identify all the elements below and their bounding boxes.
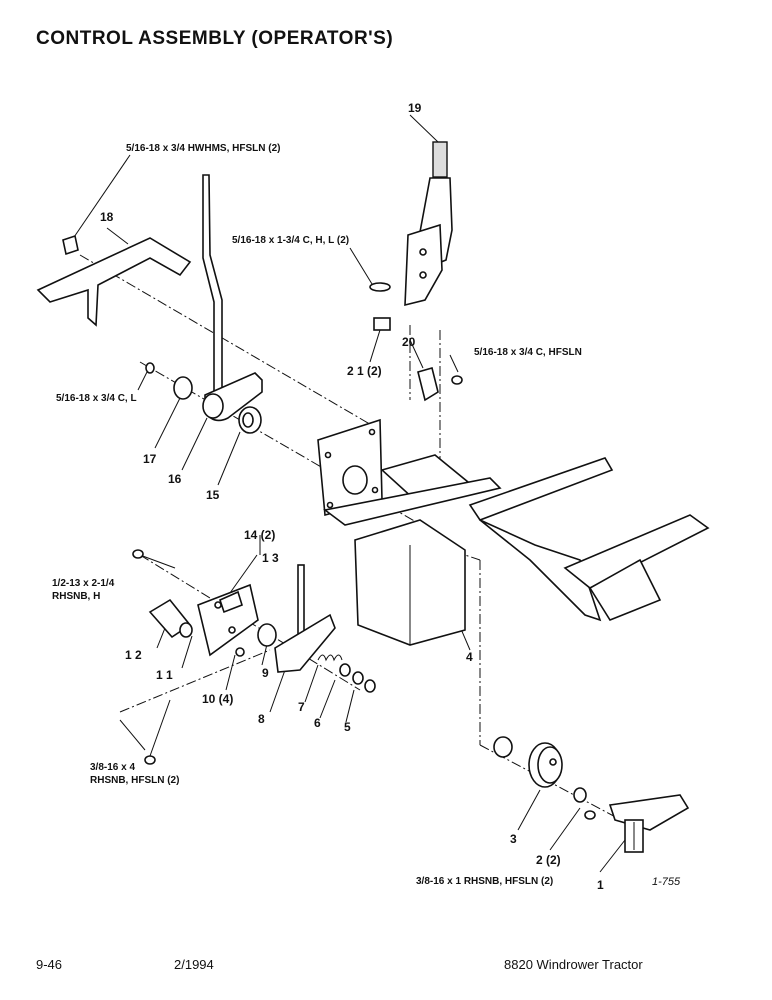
nut-10 bbox=[235, 647, 245, 657]
callout-18-bolt: 5/16-18 x 3/4 HWHMS, HFSLN (2) bbox=[126, 143, 281, 154]
part-number-18: 18 bbox=[100, 210, 114, 224]
bolt-12 bbox=[132, 549, 176, 569]
spring-7 bbox=[317, 654, 376, 693]
arm-1 bbox=[608, 794, 690, 853]
pivot-3 bbox=[493, 736, 563, 788]
control-lever-19 bbox=[404, 141, 453, 307]
bolt-20 bbox=[451, 375, 463, 385]
part-number-17: 17 bbox=[143, 452, 157, 466]
bracket-18 bbox=[36, 234, 192, 327]
callout-1-bolt: 3/8-16 x 1 RHSNB, HFSLN (2) bbox=[416, 876, 554, 887]
figure-id: 1-755 bbox=[652, 876, 681, 888]
bolt-2 bbox=[584, 810, 596, 820]
cover-plate-13 bbox=[197, 583, 259, 657]
callout-12-bolt-line2: RHSNB, H bbox=[52, 591, 101, 602]
bracket-20 bbox=[417, 367, 439, 402]
bushing-12 bbox=[148, 598, 193, 639]
part-number-3: 3 bbox=[510, 832, 517, 846]
washer-9 bbox=[257, 623, 277, 647]
part-number-2: 2 (2) bbox=[536, 853, 561, 867]
bushing-2 bbox=[573, 787, 587, 803]
part-number-19: 19 bbox=[408, 101, 422, 115]
part-number-9: 9 bbox=[262, 666, 269, 680]
part-number-1: 1 bbox=[597, 878, 604, 892]
footer-page-number: 9-46 bbox=[36, 957, 63, 972]
part-number-15: 15 bbox=[206, 488, 220, 502]
callout-17-bolt: 5/16-18 x 3/4 C, L bbox=[56, 393, 137, 404]
part-number-11: 1 1 bbox=[156, 668, 173, 682]
bolt-17 bbox=[145, 362, 155, 374]
shift-lever-16 bbox=[202, 174, 263, 422]
frame-bracket bbox=[468, 457, 710, 622]
lever-8 bbox=[274, 564, 336, 673]
part-number-20: 20 bbox=[402, 335, 416, 349]
callout-19-bolt: 5/16-18 x 1-3/4 C, H, L (2) bbox=[232, 235, 350, 246]
part-number-16: 16 bbox=[168, 472, 182, 486]
bolt-10 bbox=[144, 699, 171, 765]
spacer-21 bbox=[373, 317, 391, 331]
leader-lines bbox=[69, 114, 626, 873]
bolt-19 bbox=[369, 282, 391, 292]
part-number-4: 4 bbox=[466, 650, 473, 664]
footer-date: 2/1994 bbox=[174, 957, 214, 972]
callout-12-bolt-line1: 1/2-13 x 2-1/4 bbox=[52, 578, 115, 589]
part-number-8: 8 bbox=[258, 712, 265, 726]
callout-10-bolt-line1: 3/8-16 x 4 bbox=[90, 762, 136, 773]
part-number-21: 2 1 (2) bbox=[347, 364, 382, 378]
page-title: CONTROL ASSEMBLY (OPERATOR'S) bbox=[36, 28, 394, 49]
part-number-6: 6 bbox=[314, 716, 321, 730]
washer-17 bbox=[173, 376, 193, 400]
part-number-12: 1 2 bbox=[125, 648, 142, 662]
footer-model: 8820 Windrower Tractor bbox=[504, 957, 643, 972]
part-number-5: 5 bbox=[344, 720, 351, 734]
part-number-7: 7 bbox=[298, 700, 305, 714]
part-number-10: 10 (4) bbox=[202, 692, 234, 706]
part-number-14: 14 (2) bbox=[244, 528, 276, 542]
housing-4 bbox=[317, 418, 502, 646]
bushing-15-bore bbox=[242, 412, 254, 428]
callout-10-bolt-line2: RHSNB, HFSLN (2) bbox=[90, 775, 180, 786]
callout-20-bolt: 5/16-18 x 3/4 C, HFSLN bbox=[474, 347, 582, 358]
part-number-13: 1 3 bbox=[262, 551, 279, 565]
